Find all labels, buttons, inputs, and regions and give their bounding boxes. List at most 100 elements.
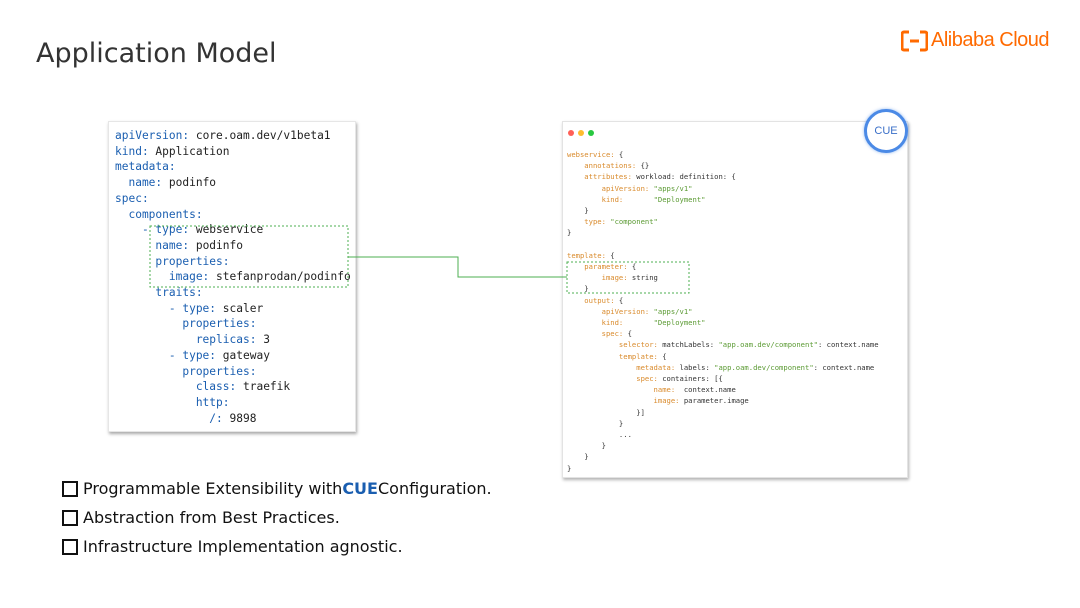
yaml-key: - type: — [115, 223, 190, 237]
yaml-line: replicas: 3 — [115, 332, 270, 347]
cue-key: metadata: — [567, 362, 676, 372]
alibaba-cloud-logo: Alibaba Cloud — [901, 29, 1050, 52]
yaml-value: 3 — [256, 333, 270, 347]
cue-text: } — [567, 441, 606, 451]
cue-text: { — [614, 150, 624, 159]
yaml-key: metadata: — [115, 160, 176, 174]
cue-line: output: { — [567, 296, 623, 306]
cue-line: metadata: labels: "app.oam.dev/component… — [567, 363, 874, 373]
bullet-list: Programmable Extensibility with CUE Conf… — [62, 474, 492, 561]
brand-name: Alibaba Cloud — [931, 29, 1050, 51]
cue-string: "component" — [610, 217, 658, 227]
yaml-line: properties: — [115, 316, 256, 331]
yaml-line: metadata: — [115, 159, 176, 174]
cue-string: "apps/v1" — [653, 306, 693, 316]
close-dot-icon — [568, 130, 574, 136]
yaml-line: - type: scaler — [115, 301, 263, 316]
alibaba-cloud-icon — [901, 30, 928, 51]
cue-key: template: — [567, 351, 658, 361]
yaml-key: name: — [115, 238, 190, 252]
bullet-item: Abstraction from Best Practices. — [62, 503, 492, 532]
cue-line: } — [567, 441, 606, 451]
yaml-key: traits: — [115, 286, 203, 299]
yaml-line: name: podinfo — [115, 175, 216, 190]
cue-text: { — [614, 295, 624, 305]
yaml-value: 9898 — [222, 411, 257, 425]
cue-text: : context.name — [813, 362, 875, 372]
cue-line: kind: "Deployment" — [567, 318, 706, 328]
cue-badge: CUE — [864, 109, 908, 153]
cue-key: annotations: — [567, 161, 637, 171]
cue-key: type: — [567, 217, 606, 227]
yaml-line: spec: — [115, 191, 149, 206]
cue-line: name: context.name — [567, 385, 736, 395]
cue-text: labels: — [675, 362, 715, 372]
cue-text: context.name — [675, 385, 736, 395]
cue-line: parameter: { — [567, 262, 636, 272]
cue-code-panel: webservice: { annotations: {} attributes… — [562, 121, 908, 478]
yaml-value: stefanprodan/podinfo — [209, 270, 351, 284]
yaml-line: - type: gateway — [115, 348, 270, 363]
yaml-key: - type: — [115, 348, 217, 362]
cue-line: } — [567, 452, 588, 462]
yaml-line: kind: Application — [115, 144, 230, 159]
yaml-value: webservice — [189, 223, 264, 237]
yaml-key: spec: — [115, 191, 149, 205]
yaml-value: podinfo — [189, 238, 243, 252]
yaml-line: class: traefik — [115, 379, 290, 394]
cue-key: selector: — [567, 340, 658, 350]
yaml-line: http: — [115, 395, 230, 410]
cue-line: template: { — [567, 352, 667, 362]
yaml-value: scaler — [216, 301, 264, 315]
cue-key: webservice: — [567, 150, 615, 159]
yaml-key: - type: — [115, 301, 217, 315]
cue-text: } — [567, 228, 572, 238]
cue-line: image: string — [567, 273, 658, 283]
cue-line: }] — [567, 408, 645, 418]
yaml-line: properties: — [115, 254, 229, 269]
cue-key: attributes: — [567, 172, 632, 182]
yaml-key: replicas: — [115, 333, 257, 347]
cue-line: } — [567, 464, 571, 474]
cue-key: image: — [567, 396, 680, 406]
yaml-key: properties: — [115, 364, 257, 378]
cue-text: } — [567, 206, 589, 215]
bullet-text: Configuration. — [377, 479, 492, 498]
yaml-key: properties: — [115, 317, 257, 331]
cue-text: } — [567, 418, 624, 428]
yaml-line: name: podinfo — [115, 238, 243, 253]
cue-string: "app.oam.dev/component" — [714, 362, 814, 372]
cue-text: ... — [567, 430, 632, 439]
cue-text: {} — [636, 161, 650, 171]
cue-string: "Deployment" — [653, 318, 706, 327]
cue-line: ... — [567, 430, 632, 440]
cue-line: attributes: workload: definition: { — [567, 172, 735, 182]
yaml-line: components: — [115, 207, 202, 222]
cue-key: apiVersion: — [567, 306, 650, 316]
cue-line: type: "component" — [567, 217, 658, 227]
cue-text: { — [657, 351, 667, 361]
cue-line: } — [567, 206, 589, 216]
cue-string: "Deployment" — [653, 194, 706, 204]
yaml-value: core.oam.dev/v1beta1 — [189, 129, 331, 142]
yaml-key: name: — [115, 176, 163, 190]
checkbox-icon — [62, 509, 78, 526]
yaml-key: http: — [115, 395, 230, 409]
yaml-value: podinfo — [162, 176, 217, 190]
page-title: Application Model — [36, 38, 277, 69]
cue-text: { — [627, 262, 637, 271]
cue-text: string — [627, 273, 658, 283]
bullet-highlight: CUE — [342, 479, 378, 498]
yaml-key: image: — [115, 270, 210, 284]
bullet-text: Infrastructure Implementation agnostic. — [83, 537, 403, 556]
maximize-dot-icon — [588, 130, 594, 136]
cue-line: template: { — [567, 251, 615, 261]
cue-text — [623, 318, 653, 327]
cue-line: } — [567, 419, 623, 429]
connector-line — [348, 256, 567, 278]
cue-line: webservice: { — [567, 150, 623, 160]
yaml-line: traits: — [115, 285, 203, 300]
yaml-value: Application — [148, 144, 230, 158]
cue-key: parameter: — [567, 262, 628, 271]
cue-line: selector: matchLabels: "app.oam.dev/comp… — [567, 340, 879, 350]
